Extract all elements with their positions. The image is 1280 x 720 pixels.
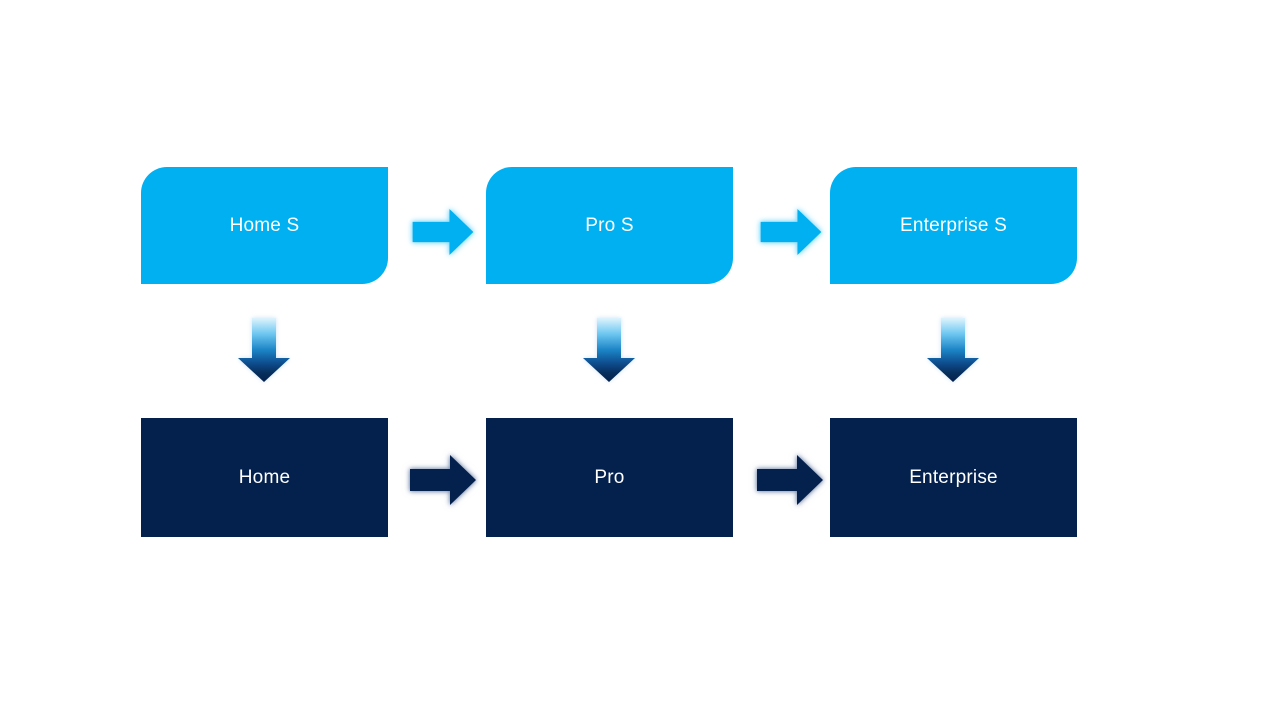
node-home-s-label: Home S (229, 214, 300, 236)
right-arrow-icon (757, 455, 823, 505)
node-pro-s-label: Pro S (585, 214, 634, 236)
node-home-s: Home S (141, 167, 388, 284)
node-enterprise: Enterprise (830, 418, 1077, 537)
node-enterprise-s: Enterprise S (830, 167, 1077, 284)
node-home-label: Home (238, 466, 291, 488)
node-pro-s: Pro S (486, 167, 733, 284)
node-enterprise-label: Enterprise (909, 466, 998, 488)
right-arrow-icon (760, 209, 822, 255)
node-pro: Pro (486, 418, 733, 537)
node-pro-label: Pro (594, 466, 625, 488)
right-arrow-icon (412, 209, 474, 255)
down-arrow-icon (927, 318, 979, 382)
down-arrow-icon (238, 318, 290, 382)
down-arrow-icon (583, 318, 635, 382)
node-home: Home (141, 418, 388, 537)
right-arrow-icon (410, 455, 476, 505)
node-enterprise-s-label: Enterprise S (900, 214, 1007, 236)
